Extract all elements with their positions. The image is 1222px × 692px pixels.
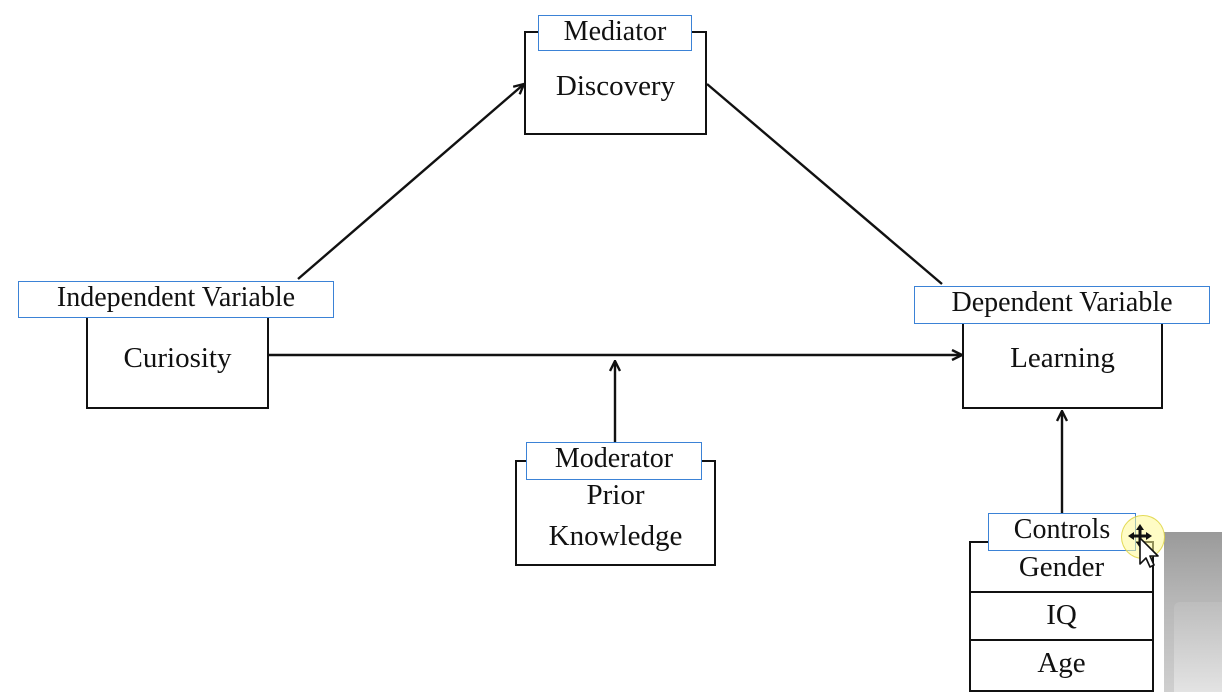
controls-tag: Controls — [988, 513, 1136, 551]
moderator-text-line2: Knowledge — [548, 520, 683, 552]
controls-item-age: Age — [971, 639, 1152, 687]
mediator-tag: Mediator — [538, 15, 692, 51]
moderator-tag: Moderator — [526, 442, 702, 480]
mediator-text: Discovery — [555, 70, 676, 102]
edge-discovery-to-learning — [706, 83, 943, 285]
controls-item-iq: IQ — [971, 591, 1152, 639]
thumbnail-inner-shape — [1174, 602, 1222, 692]
edge-curiosity-to-discovery — [297, 84, 524, 280]
controls-item-gender: Gender — [1018, 551, 1105, 583]
independent-variable-tag: Independent Variable — [18, 281, 334, 318]
dependent-variable-text: Learning — [1010, 342, 1115, 374]
independent-variable-box: Curiosity — [86, 302, 269, 409]
independent-variable-text: Curiosity — [123, 342, 232, 374]
move-cursor-icon — [1128, 524, 1159, 568]
dependent-variable-tag: Dependent Variable — [914, 286, 1210, 324]
moderator-text-line1: Prior — [586, 479, 645, 511]
video-thumbnail-overlay — [1164, 532, 1222, 692]
controls-box: Gender IQ Age — [969, 541, 1154, 692]
